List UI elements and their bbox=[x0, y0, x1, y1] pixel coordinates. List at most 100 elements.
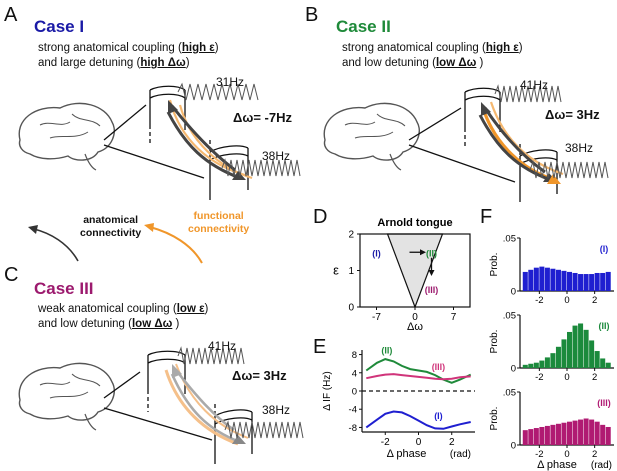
chart-f-ytick-label: .05 bbox=[503, 311, 516, 322]
chart-e-xtick-label: -2 bbox=[381, 437, 390, 448]
pointer-line-top bbox=[103, 104, 147, 141]
chart-d-arrowhead bbox=[420, 249, 426, 256]
chart-f-xlabel-unit: (rad) bbox=[591, 460, 612, 471]
desc-a-line1-pre: strong anatomical coupling ( bbox=[38, 42, 182, 54]
desc-c-line1-pre: weak anatomical coupling ( bbox=[38, 303, 177, 315]
cortical-column-top bbox=[464, 87, 501, 148]
panel-letter-a: A bbox=[4, 4, 18, 26]
chart-f-ytick-label: 0 bbox=[511, 441, 516, 452]
panel-letter-f: F bbox=[480, 206, 493, 228]
chart-f-bar bbox=[572, 420, 578, 445]
chart-d-xtick-label: -7 bbox=[372, 312, 381, 323]
desc-b-line2-pre: and low detuning ( bbox=[342, 57, 436, 69]
desc-c-line2-highlight: low Δω bbox=[131, 318, 173, 330]
functional-connectivity-label: functional connectivity bbox=[188, 210, 249, 236]
chart-f-xtick-label: 0 bbox=[564, 372, 569, 383]
detuning-c: Δω= 3Hz bbox=[232, 368, 287, 383]
desc-b-line2-highlight: low Δω bbox=[435, 57, 477, 69]
desc-b-line1-highlight: high ε bbox=[485, 42, 519, 54]
chart-f-bar bbox=[600, 424, 606, 445]
chart-f-bar bbox=[583, 274, 589, 291]
pointer-line-top bbox=[103, 371, 141, 399]
freq-top-b: 41Hz bbox=[520, 78, 549, 92]
desc-a-line2-highlight: high Δω bbox=[140, 57, 186, 69]
functional-legend-arrowhead bbox=[144, 223, 154, 232]
case-title-c: Case III bbox=[34, 279, 94, 298]
chart-e-ytick-label: -4 bbox=[349, 405, 357, 416]
arnold-tongue-region bbox=[386, 233, 444, 309]
signal-wave-top-a bbox=[177, 82, 259, 101]
chart-f-series-label-1: (I) bbox=[600, 244, 609, 254]
chart-f-bar bbox=[544, 267, 550, 291]
chart-d-point-label-3: (III) bbox=[425, 285, 439, 295]
chart-e-ytick-label: -8 bbox=[349, 423, 357, 434]
chart-f-bar bbox=[522, 430, 528, 445]
chart-d-point-label-2: (II) bbox=[426, 248, 437, 258]
chart-d-arrowhead2 bbox=[428, 269, 435, 276]
desc-c-line2-pre: and low detuning ( bbox=[38, 318, 132, 330]
chart-f-bar bbox=[567, 421, 573, 445]
chart-f-ylabel-1: Prob. bbox=[489, 253, 500, 277]
pointer-line-bottom bbox=[103, 144, 205, 179]
chart-f-series-label-3: (III) bbox=[597, 398, 611, 408]
anatomical-legend-arrow bbox=[33, 228, 79, 262]
cortical-column-top bbox=[147, 350, 186, 412]
chart-e-xtick-label: 2 bbox=[449, 437, 455, 448]
chart-f-bar bbox=[578, 419, 584, 445]
desc-b-line1-pre: strong anatomical coupling ( bbox=[342, 42, 486, 54]
chart-f-bar bbox=[550, 353, 556, 368]
freq-bottom-c: 38Hz bbox=[262, 403, 291, 417]
chart-d-ytick-label: 1 bbox=[348, 266, 354, 277]
chart-f-bar bbox=[583, 329, 589, 368]
brain-icon bbox=[323, 102, 421, 171]
chart-d-ytick-label: 2 bbox=[348, 230, 354, 241]
chart-f-bar bbox=[544, 357, 550, 368]
chart-f-bar bbox=[594, 421, 600, 445]
chart-f-xtick-label: 2 bbox=[592, 295, 597, 306]
desc-b-line2-post: ) bbox=[476, 57, 484, 69]
chart-f-xtick-label: 0 bbox=[564, 449, 569, 460]
anatomical-arrow-c1 bbox=[170, 373, 241, 444]
chart-f-bar bbox=[572, 272, 578, 291]
panel-letter-d: D bbox=[313, 206, 328, 228]
chart-f-bar bbox=[589, 274, 595, 291]
functional-label-line1: functional bbox=[193, 210, 244, 222]
chart-f-bar bbox=[578, 323, 584, 368]
chart-e-ytick-label: 8 bbox=[352, 350, 357, 361]
anatomical-arrow-b1 bbox=[478, 114, 552, 182]
chart-f-bar bbox=[544, 425, 550, 445]
chart-f-bar bbox=[594, 272, 600, 291]
chart-d-xtick-label: 0 bbox=[412, 312, 418, 323]
chart-f-bar bbox=[533, 428, 539, 445]
chart-f-bar bbox=[605, 426, 611, 445]
signal-wave-bottom-b bbox=[529, 160, 609, 179]
arrowhead-c2 bbox=[172, 364, 182, 378]
chart-f-bar bbox=[550, 268, 556, 291]
chart-f-xtick-label: -2 bbox=[535, 372, 543, 383]
chart-f-ylabel-2: Prob. bbox=[489, 330, 500, 354]
chart-e-series-label-1: (II) bbox=[381, 346, 392, 356]
desc-b-line1-post: ) bbox=[518, 42, 523, 54]
desc-a-line2-post: ) bbox=[185, 57, 190, 69]
chart-d-xlabel: Δω bbox=[407, 321, 423, 330]
freq-bottom-a: 38Hz bbox=[262, 149, 291, 163]
chart-f-bar bbox=[589, 340, 595, 368]
signal-wave-top-c bbox=[177, 346, 245, 365]
signal-wave-bottom-a bbox=[221, 158, 301, 177]
case-b-illustration bbox=[323, 84, 609, 202]
chart-f-bar bbox=[533, 362, 539, 368]
pointer-line-top bbox=[408, 107, 462, 141]
chart-e-series-line-1 bbox=[365, 358, 472, 384]
functional-label-line2: connectivity bbox=[188, 223, 250, 235]
arrowhead-a2 bbox=[168, 100, 178, 114]
brain-icon bbox=[18, 102, 116, 171]
detuning-a: Δω= -7Hz bbox=[233, 110, 292, 125]
pointer-line-bottom bbox=[408, 144, 516, 183]
chart-e-series-line-3 bbox=[365, 410, 471, 430]
chart-f-bar bbox=[528, 269, 534, 291]
panel-letter-e: E bbox=[313, 336, 327, 358]
chart-f-bar bbox=[605, 271, 611, 291]
panel-letter-b: B bbox=[305, 4, 319, 26]
chart-f-xtick-label: 0 bbox=[564, 295, 569, 306]
